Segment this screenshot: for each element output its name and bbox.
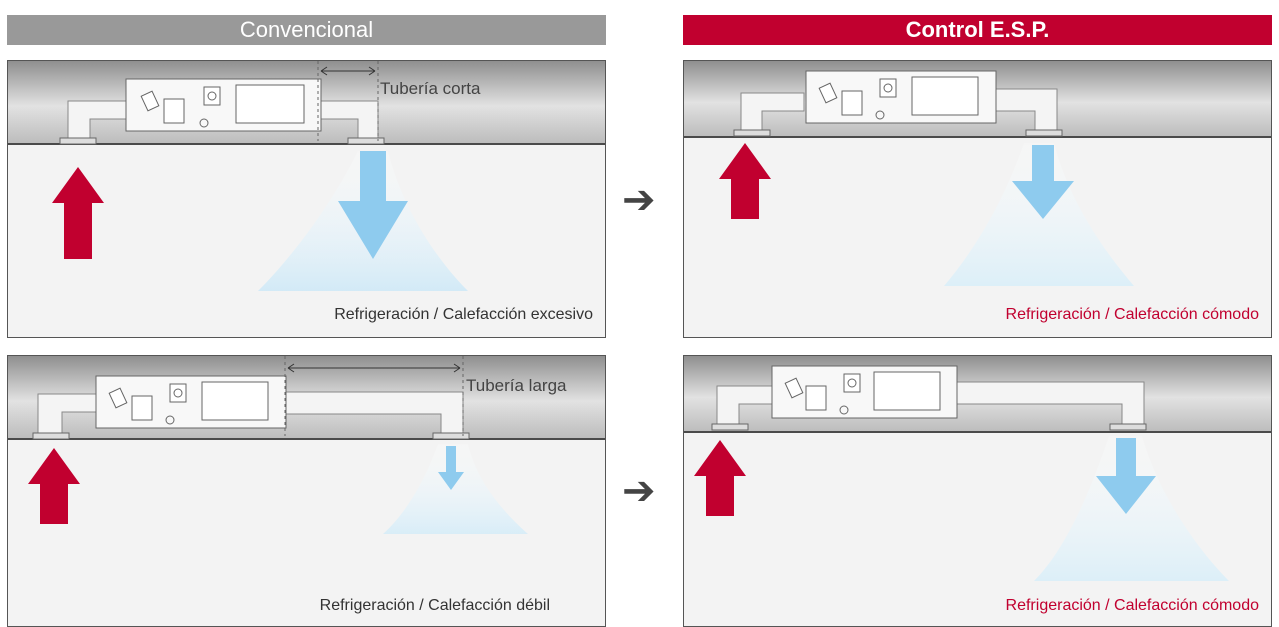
return-air-arrow: [719, 143, 771, 219]
conventional-title: Convencional: [239, 17, 374, 42]
supply-air-arrow: [438, 446, 464, 490]
grille-return: [59, 137, 97, 145]
duct-return: [67, 100, 131, 142]
result-caption: Refrigeración / Calefacción cómodo: [1005, 597, 1259, 614]
duct-return: [716, 385, 777, 427]
supply-air-arrow: [1096, 438, 1156, 514]
supply-air-arrow: [338, 151, 408, 259]
duct-return: [740, 92, 805, 134]
duct-supply: [953, 381, 1145, 427]
return-air-arrow: [694, 440, 746, 516]
panel-esp-long-pipe: Refrigeración / Calefacción cómodo: [683, 355, 1272, 627]
grille-return: [733, 129, 771, 137]
ceiling-line: [8, 143, 605, 145]
ceiling-line: [684, 136, 1271, 138]
supply-air-arrow: [1012, 145, 1074, 219]
ceiling-line: [8, 438, 605, 440]
pipe-length-marker: [317, 61, 379, 141]
grille-supply: [1109, 423, 1147, 431]
esp-control-header: Control E.S.P.: [683, 15, 1272, 45]
diagram-graphic: [52, 61, 468, 291]
cooling-cone: [944, 143, 1134, 286]
indoor-unit: [805, 70, 997, 124]
grille-supply: [347, 137, 385, 145]
cooling-cone: [1034, 436, 1229, 581]
diagram-graphic: [28, 356, 528, 534]
transition-arrow-icon: ➔: [622, 178, 656, 222]
pipe-length-label: Tubería corta: [380, 79, 481, 98]
ceiling-line: [684, 431, 1271, 433]
transition-arrow-icon: ➔: [622, 469, 656, 513]
esp-control-title: Control E.S.P.: [905, 17, 1050, 42]
duct-supply: [995, 88, 1058, 134]
duct-supply: [282, 391, 464, 437]
duct-return: [37, 393, 101, 437]
result-caption: Refrigeración / Calefacción débil: [319, 597, 550, 614]
pipe-length-label: Tubería larga: [466, 376, 567, 395]
indoor-unit: [125, 78, 322, 132]
panel-conventional-short-pipe: Tubería corta Refrigeración / Calefacció…: [7, 60, 606, 338]
duct-supply: [317, 100, 379, 142]
diagram-graphic: [694, 365, 1229, 581]
return-air-arrow: [28, 448, 80, 524]
grille-return: [711, 423, 749, 431]
diagram-graphic: [719, 70, 1134, 286]
result-caption: Refrigeración / Calefacción cómodo: [1005, 306, 1259, 323]
pipe-length-marker: [284, 356, 464, 436]
cooling-cone: [383, 444, 528, 534]
indoor-unit: [771, 365, 958, 419]
grille-return: [32, 432, 70, 440]
panel-esp-short-pipe: Refrigeración / Calefacción cómodo: [683, 60, 1272, 338]
return-air-arrow: [52, 167, 104, 259]
result-caption: Refrigeración / Calefacción excesivo: [334, 306, 593, 323]
grille-supply: [432, 432, 470, 440]
panel-conventional-long-pipe: Tubería larga Refrigeración / Calefacció…: [7, 355, 606, 627]
grille-supply: [1025, 129, 1063, 137]
conventional-header: Convencional: [7, 15, 606, 45]
indoor-unit: [95, 375, 287, 429]
